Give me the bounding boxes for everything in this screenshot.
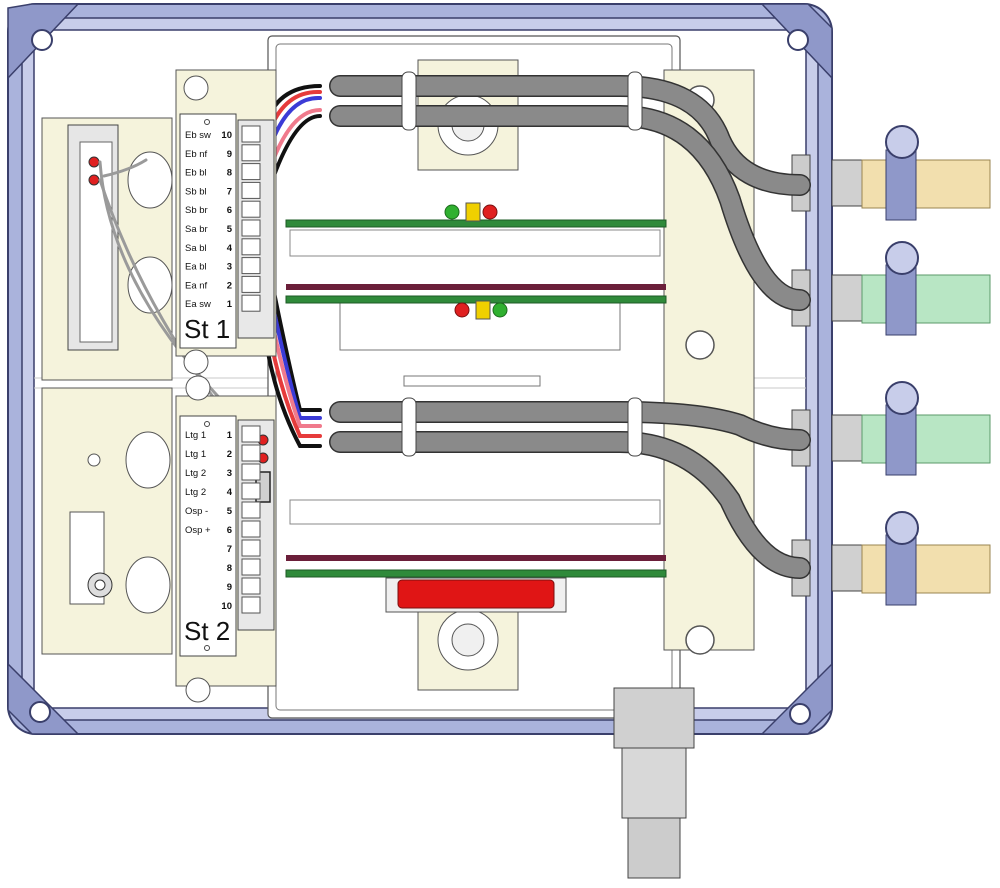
terminal-number: 2 [227, 280, 232, 291]
terminal-number: 5 [227, 506, 233, 517]
terminal-cell [241, 482, 261, 500]
pcb-rail-maroon [286, 555, 666, 561]
led-red [482, 204, 498, 220]
terminal-label: Sa bl [185, 243, 207, 254]
terminal-number: 3 [227, 468, 232, 479]
terminal-cell [241, 596, 261, 614]
terminal-number: 1 [227, 299, 233, 310]
terminal-label: Sb br [185, 205, 208, 216]
cable-entry-hole [127, 151, 173, 209]
terminal-number: 8 [227, 168, 232, 179]
hose-clamp [885, 149, 917, 221]
terminal-label: Osp - [185, 506, 208, 517]
terminal-label: Sa br [185, 224, 208, 235]
terminal-label: Ea bl [185, 262, 207, 273]
trim-potentiometer [465, 202, 481, 222]
screw-hole-bottom-right [789, 703, 811, 725]
terminal-cell [241, 539, 261, 557]
strip-label-card [179, 113, 237, 349]
pcb-rail-maroon [286, 284, 666, 290]
screw-hole-top-left [31, 29, 53, 51]
cable-glands [613, 125, 991, 879]
terminal-cell [241, 520, 261, 538]
strip-rows: Eb sw 10 Eb nf 9 Eb bl 8 Sb bl 7 Sb br 6 Sa br 5 Sa … [185, 125, 261, 312]
terminal-number: 1 [227, 430, 233, 441]
corner-tab-bottom-left [7, 662, 80, 735]
hose-clamp [885, 264, 917, 336]
terminal-cell [241, 200, 261, 218]
terminal-label: Ltg 1 [185, 430, 206, 441]
terminal-number: 7 [227, 186, 232, 197]
terminal-number: 6 [227, 525, 232, 536]
terminal-cell [241, 425, 261, 443]
hose-clamp [885, 404, 917, 476]
cable-entry-hole [127, 256, 173, 314]
conduit-tan [861, 159, 991, 209]
terminal-number: 7 [227, 544, 232, 555]
terminal-number: 10 [221, 601, 232, 612]
terminal-cell [241, 181, 261, 199]
terminal-cell [241, 238, 261, 256]
terminal-number: 2 [227, 449, 232, 460]
hose-clamp [885, 534, 917, 606]
terminal-number: 4 [227, 243, 233, 254]
terminal-number: 5 [227, 224, 233, 235]
led-green [492, 302, 508, 318]
terminal-label: Sb bl [185, 186, 207, 197]
strip-title: St 1 [184, 314, 230, 344]
terminal-cell [241, 257, 261, 275]
d-sub-connector [397, 579, 555, 609]
strip-label-card [179, 415, 237, 657]
terminal-label: Ltg 2 [185, 487, 206, 498]
conduit-green [861, 274, 991, 324]
terminal-cell [241, 144, 261, 162]
terminal-label: Ltg 1 [185, 449, 206, 460]
main-cables [329, 71, 811, 579]
terminal-number: 9 [227, 582, 232, 593]
bottom-cable-gland [613, 687, 695, 749]
terminal-label: Eb nf [185, 149, 208, 160]
cable-entry-hole [125, 431, 171, 489]
terminal-label: Eb sw [185, 130, 211, 141]
cable-entry-hole [125, 556, 171, 614]
screw-hole-top-right [787, 29, 809, 51]
terminal-strip-st1: Eb sw 10 Eb nf 9 Eb bl 8 Sb bl 7 Sb br 6 Sa br 5 Sa … [175, 69, 277, 375]
left-mount-plate [41, 117, 173, 655]
center-mount-plate [267, 35, 755, 719]
pcb-rails [285, 202, 667, 613]
conduit-green [861, 414, 991, 464]
strip-title: St 2 [184, 616, 230, 646]
pcb-rail-green [285, 569, 667, 578]
corner-tab-bottom-right [760, 662, 833, 735]
terminal-number: 10 [221, 130, 232, 141]
terminal-cell [241, 219, 261, 237]
led-red [454, 302, 470, 318]
terminal-cell [241, 163, 261, 181]
trim-potentiometer [475, 300, 491, 320]
terminal-number: 4 [227, 487, 233, 498]
terminal-label: Ea nf [185, 280, 208, 291]
terminal-cell [241, 294, 261, 312]
terminal-label: Osp + [185, 525, 211, 536]
terminal-number: 9 [227, 149, 232, 160]
terminal-label: Eb bl [185, 168, 207, 179]
led-green [444, 204, 460, 220]
terminal-cell [241, 577, 261, 595]
screw-hole-bottom-left [29, 701, 51, 723]
terminal-number: 8 [227, 563, 232, 574]
conduit-tan [861, 544, 991, 594]
terminal-cell [241, 558, 261, 576]
terminal-number: 6 [227, 205, 232, 216]
terminal-cell [241, 125, 261, 143]
terminal-label: Ltg 2 [185, 468, 206, 479]
terminal-number: 3 [227, 262, 232, 273]
terminal-cell [241, 463, 261, 481]
terminal-cell [241, 275, 261, 293]
terminal-cell [241, 501, 261, 519]
terminal-cell [241, 444, 261, 462]
terminal-label: Ea sw [185, 299, 211, 310]
